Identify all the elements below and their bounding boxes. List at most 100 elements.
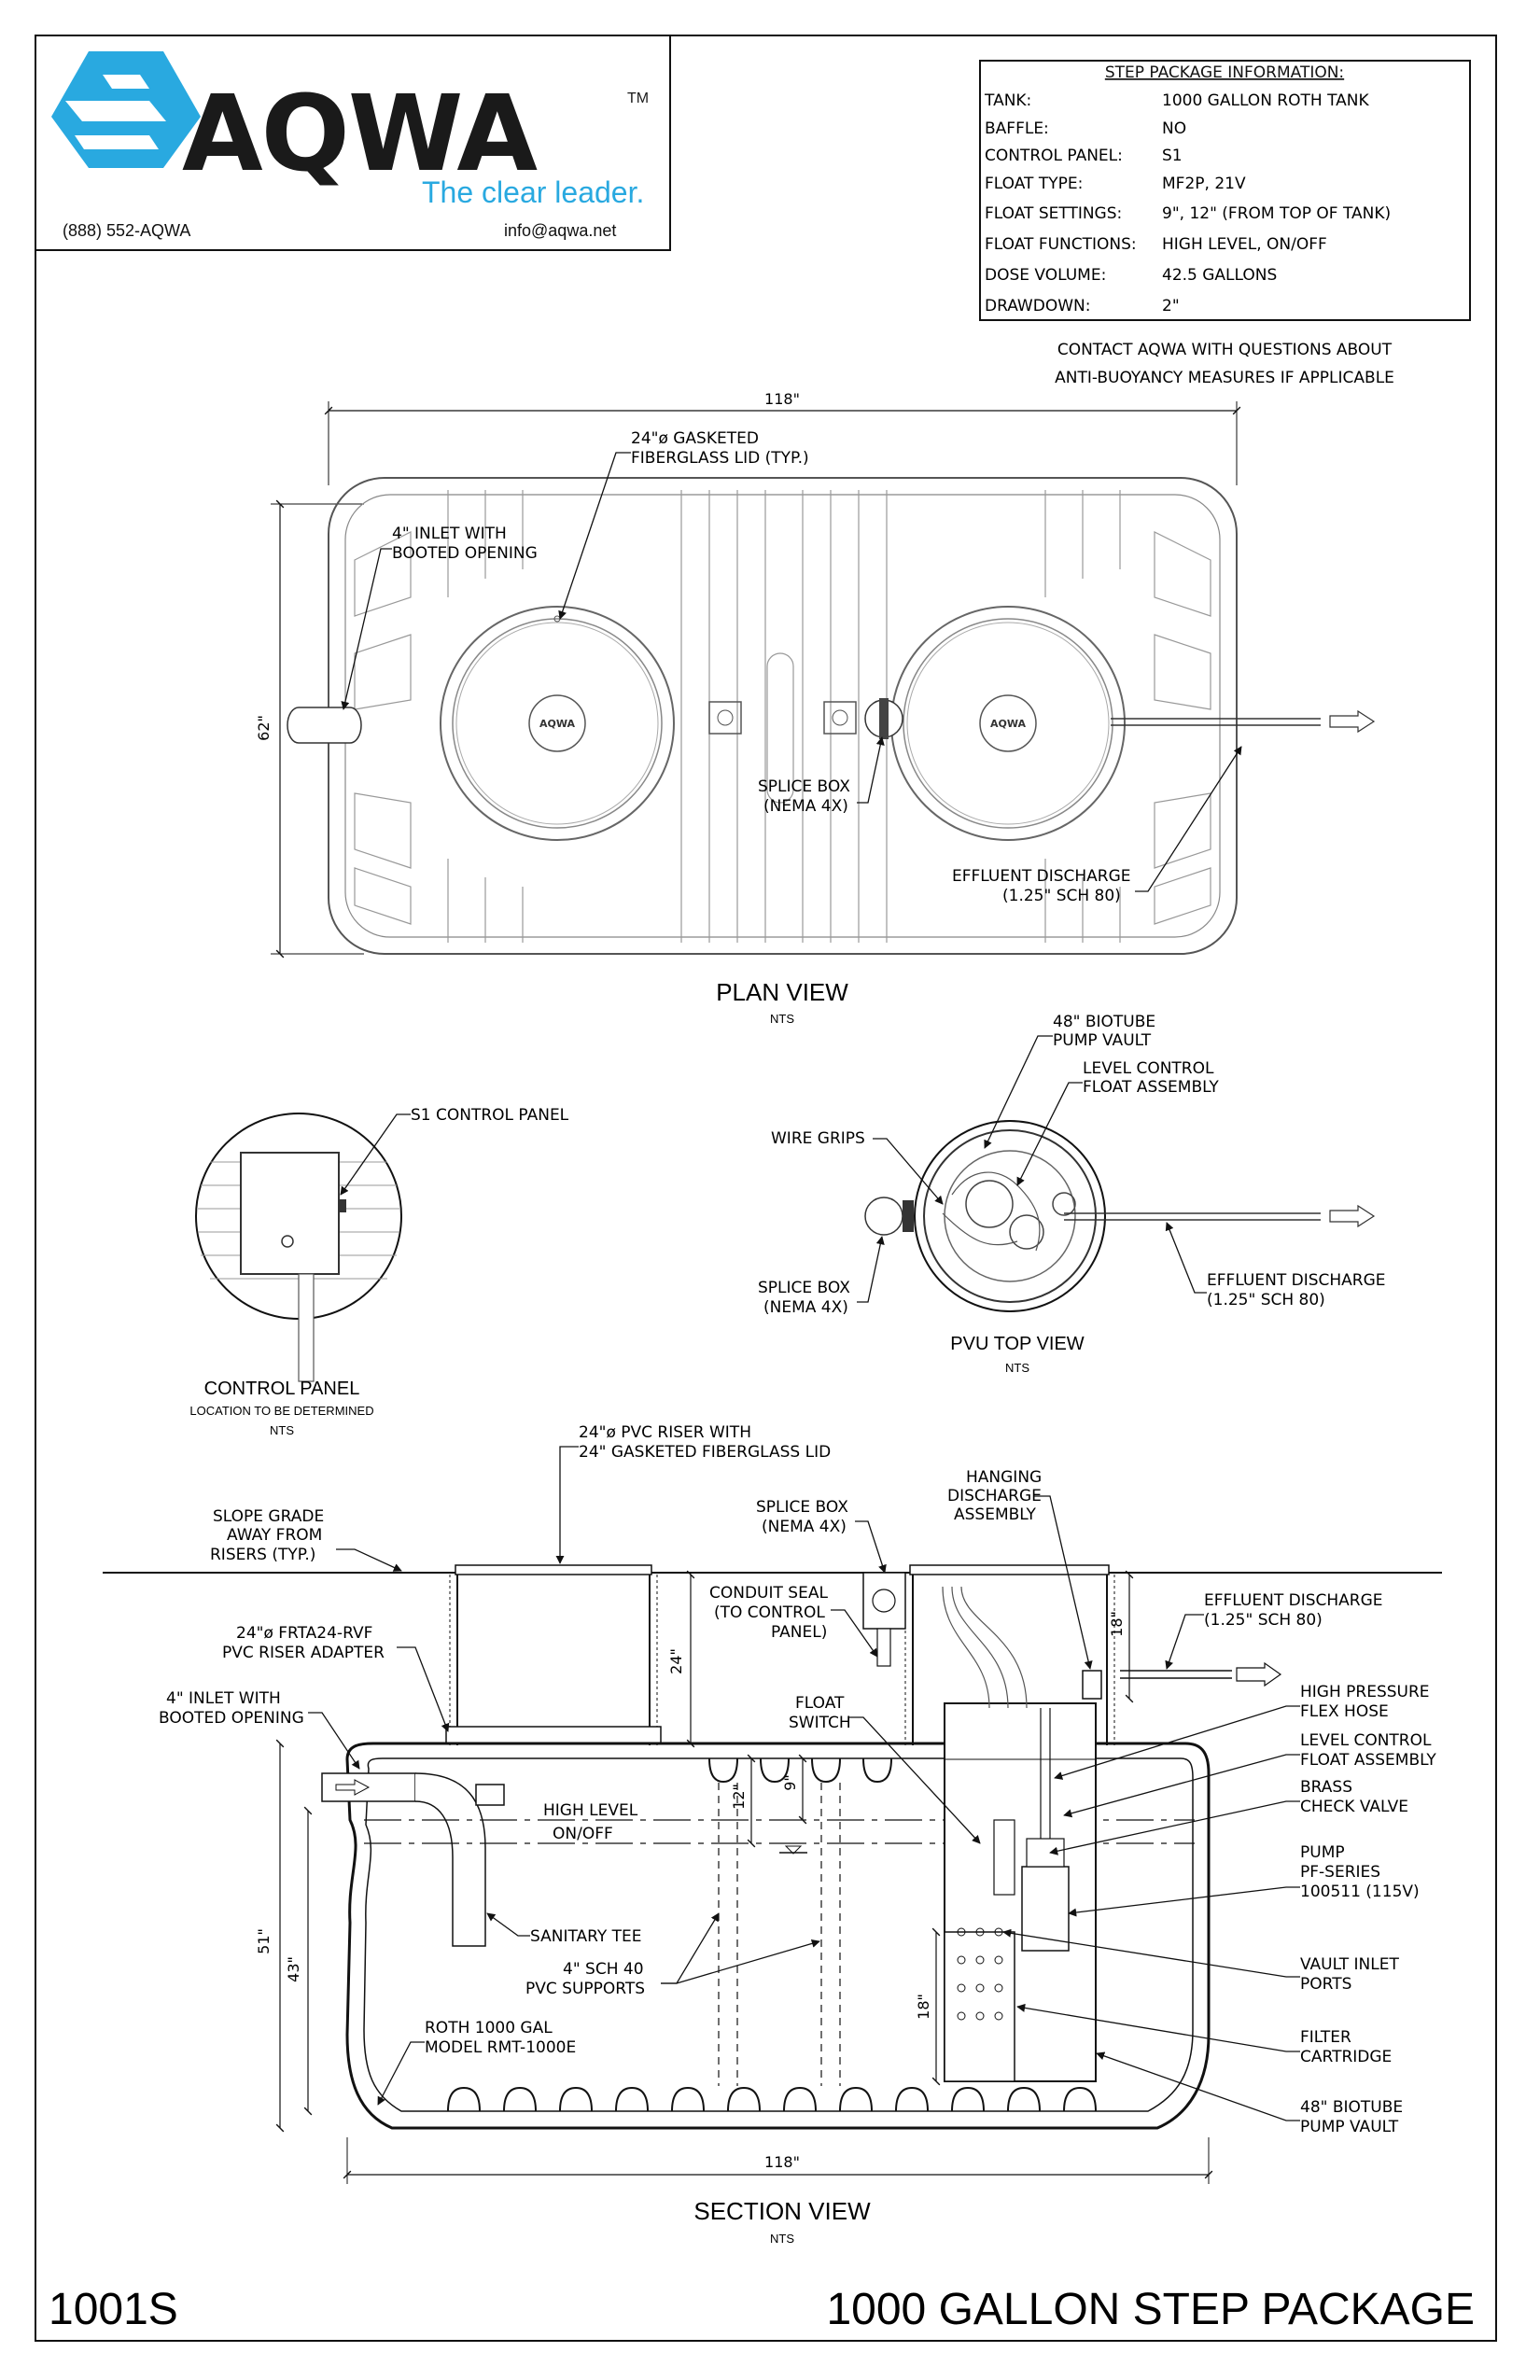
section-dim-43: 43" [285, 1956, 302, 1982]
section-callout-supports-2: PVC SUPPORTS [525, 1980, 645, 1998]
section-callout-hose-2: FLEX HOSE [1300, 1702, 1389, 1721]
control-panel-box [240, 1152, 340, 1275]
plan-callout-effluent-2: (1.25" SCH 80) [1002, 887, 1121, 905]
section-callout-ports-1: VAULT INLET [1300, 1955, 1399, 1974]
section-callout-pump-3: 100511 (115V) [1300, 1883, 1420, 1901]
section-dim-24: 24" [667, 1648, 685, 1674]
left-riser [445, 1564, 662, 1745]
section-callout-float-switch-1: FLOAT [795, 1694, 845, 1713]
section-callout-tee: SANITARY TEE [530, 1927, 642, 1946]
pvu-view-scale: NTS [1005, 1361, 1029, 1375]
plan-callout-lid-2: FIBERGLASS LID (TYP.) [631, 449, 809, 468]
info-row-label: DRAWDOWN: [985, 297, 1090, 315]
contact-note-line2: ANTI-BUOYANCY MEASURES IF APPLICABLE [1055, 369, 1394, 387]
pvu-callout-float-1: LEVEL CONTROL [1083, 1059, 1214, 1078]
section-callout-adapter-1: 24"ø FRTA24-RVF [236, 1624, 372, 1643]
info-row-label: BAFFLE: [985, 119, 1049, 138]
aqwa-hex-logo-icon [51, 51, 201, 168]
logo-block: AQWA TM The clear leader. (888) 552-AQWA… [35, 35, 671, 251]
section-label-on-off: ON/OFF [553, 1825, 613, 1843]
section-callout-roth-2: MODEL RMT-1000E [425, 2038, 576, 2057]
plan-dim-height: 62" [255, 715, 273, 741]
pvu-callout-vault-1: 48" BIOTUBE [1053, 1013, 1155, 1031]
control-panel-scale: NTS [270, 1423, 294, 1437]
info-row-label: FLOAT FUNCTIONS: [985, 235, 1137, 254]
section-callout-filter-1: FILTER [1300, 2028, 1351, 2047]
section-callout-inlet-2: BOOTED OPENING [159, 1709, 304, 1728]
section-callout-ports-2: PORTS [1300, 1975, 1351, 1994]
plan-lid-logo: AQWA [990, 718, 1027, 730]
section-dim-12: 12" [730, 1784, 748, 1810]
plan-dim-width: 118" [764, 390, 800, 408]
plan-view-scale: NTS [770, 1012, 794, 1026]
plan-lid-logo: AQWA [539, 718, 576, 730]
plan-callout-splice-2: (NEMA 4X) [763, 797, 848, 816]
drawing-title: 1000 GALLON STEP PACKAGE [826, 2285, 1475, 2334]
section-dim-51: 51" [255, 1928, 273, 1954]
logo-box [35, 35, 671, 251]
info-row-label: CONTROL PANEL: [985, 147, 1123, 165]
pvu-callout-grips: WIRE GRIPS [771, 1129, 865, 1148]
info-row-label: FLOAT TYPE: [985, 175, 1083, 193]
section-callout-adapter-2: PVC RISER ADAPTER [222, 1644, 385, 1662]
plan-callout-splice-1: SPLICE BOX [758, 777, 850, 796]
sanitary-tee [321, 1772, 505, 1947]
info-row-value: 9", 12" (FROM TOP OF TANK) [1162, 204, 1391, 223]
drawing-number: 1001S [49, 2285, 178, 2334]
brand-tm: TM [627, 91, 649, 106]
section-tank-outline [345, 1742, 1211, 2130]
pvu-callout-splice-2: (NEMA 4X) [763, 1298, 848, 1317]
pvu-callout-effluent-1: EFFLUENT DISCHARGE [1207, 1271, 1386, 1290]
section-callout-grade-3: RISERS (TYP.) [210, 1546, 315, 1564]
pvu-callout-splice-1: SPLICE BOX [758, 1279, 850, 1297]
section-callout-lcfa-2: FLOAT ASSEMBLY [1300, 1751, 1436, 1770]
section-callout-biotube-2: PUMP VAULT [1300, 2118, 1399, 2136]
control-panel-callout: S1 CONTROL PANEL [411, 1106, 569, 1125]
info-table-title: STEP PACKAGE INFORMATION: [1105, 63, 1344, 82]
info-row-label: FLOAT SETTINGS: [985, 204, 1122, 223]
info-row-value: 2" [1162, 297, 1180, 315]
section-callout-splice-2: (NEMA 4X) [762, 1518, 847, 1536]
info-row-value: S1 [1162, 147, 1183, 165]
section-dim-9: 9" [781, 1774, 799, 1791]
section-splice-box [862, 1572, 906, 1630]
pvu-splice-box [864, 1197, 903, 1236]
section-callout-inlet-1: 4" INLET WITH [166, 1689, 281, 1708]
section-callout-hanging-2: DISCHARGE [947, 1487, 1042, 1505]
control-panel-title: CONTROL PANEL [204, 1379, 360, 1399]
section-label-high-level: HIGH LEVEL [543, 1801, 638, 1820]
section-callout-conduit-1: CONDUIT SEAL [709, 1584, 828, 1603]
plan-view-title: PLAN VIEW [716, 978, 848, 1006]
info-row-value: 42.5 GALLONS [1162, 266, 1277, 285]
section-callout-effluent-2: (1.25" SCH 80) [1204, 1611, 1323, 1630]
info-row-value: 1000 GALLON ROTH TANK [1162, 91, 1369, 110]
section-callout-conduit-3: PANEL) [771, 1623, 827, 1642]
section-view-title: SECTION VIEW [693, 2197, 871, 2225]
section-callout-brass-2: CHECK VALVE [1300, 1798, 1408, 1816]
pvu-view-title: PVU TOP VIEW [950, 1334, 1085, 1354]
pvu-callout-vault-2: PUMP VAULT [1053, 1031, 1152, 1050]
section-callout-grade-1: SLOPE GRADE [213, 1507, 324, 1526]
section-callout-pump-1: PUMP [1300, 1843, 1345, 1862]
section-callout-conduit-2: (TO CONTROL [714, 1603, 825, 1622]
section-dim-18-riser: 18" [1108, 1611, 1126, 1637]
section-callout-filter-2: CARTRIDGE [1300, 2048, 1392, 2066]
section-callout-biotube-1: 48" BIOTUBE [1300, 2098, 1403, 2117]
section-dim-18-filter: 18" [915, 1994, 932, 2020]
pvu-top-view: 48" BIOTUBE PUMP VAULT LEVEL CONTROL FLO… [758, 1013, 1386, 1375]
section-callout-float-switch-2: SWITCH [789, 1714, 851, 1732]
section-callout-lcfa-1: LEVEL CONTROL [1300, 1731, 1432, 1750]
brand-tagline: The clear leader. [422, 175, 644, 209]
pvu-callout-float-2: FLOAT ASSEMBLY [1083, 1078, 1219, 1097]
section-callout-pump-2: PF-SERIES [1300, 1863, 1380, 1882]
info-row-value: HIGH LEVEL, ON/OFF [1162, 235, 1327, 254]
section-callout-riser-2: 24" GASKETED FIBERGLASS LID [579, 1443, 831, 1462]
brand-phone: (888) 552-AQWA [63, 221, 190, 240]
contact-note-line1: CONTACT AQWA WITH QUESTIONS ABOUT [1057, 341, 1393, 359]
info-table-rows: TANK: 1000 GALLON ROTH TANK BAFFLE: NO C… [984, 91, 1391, 315]
section-dim-width: 118" [764, 2153, 800, 2171]
info-row-label: DOSE VOLUME: [985, 266, 1106, 285]
right-riser [904, 1564, 1115, 1745]
info-row-value: MF2P, 21V [1162, 175, 1246, 193]
